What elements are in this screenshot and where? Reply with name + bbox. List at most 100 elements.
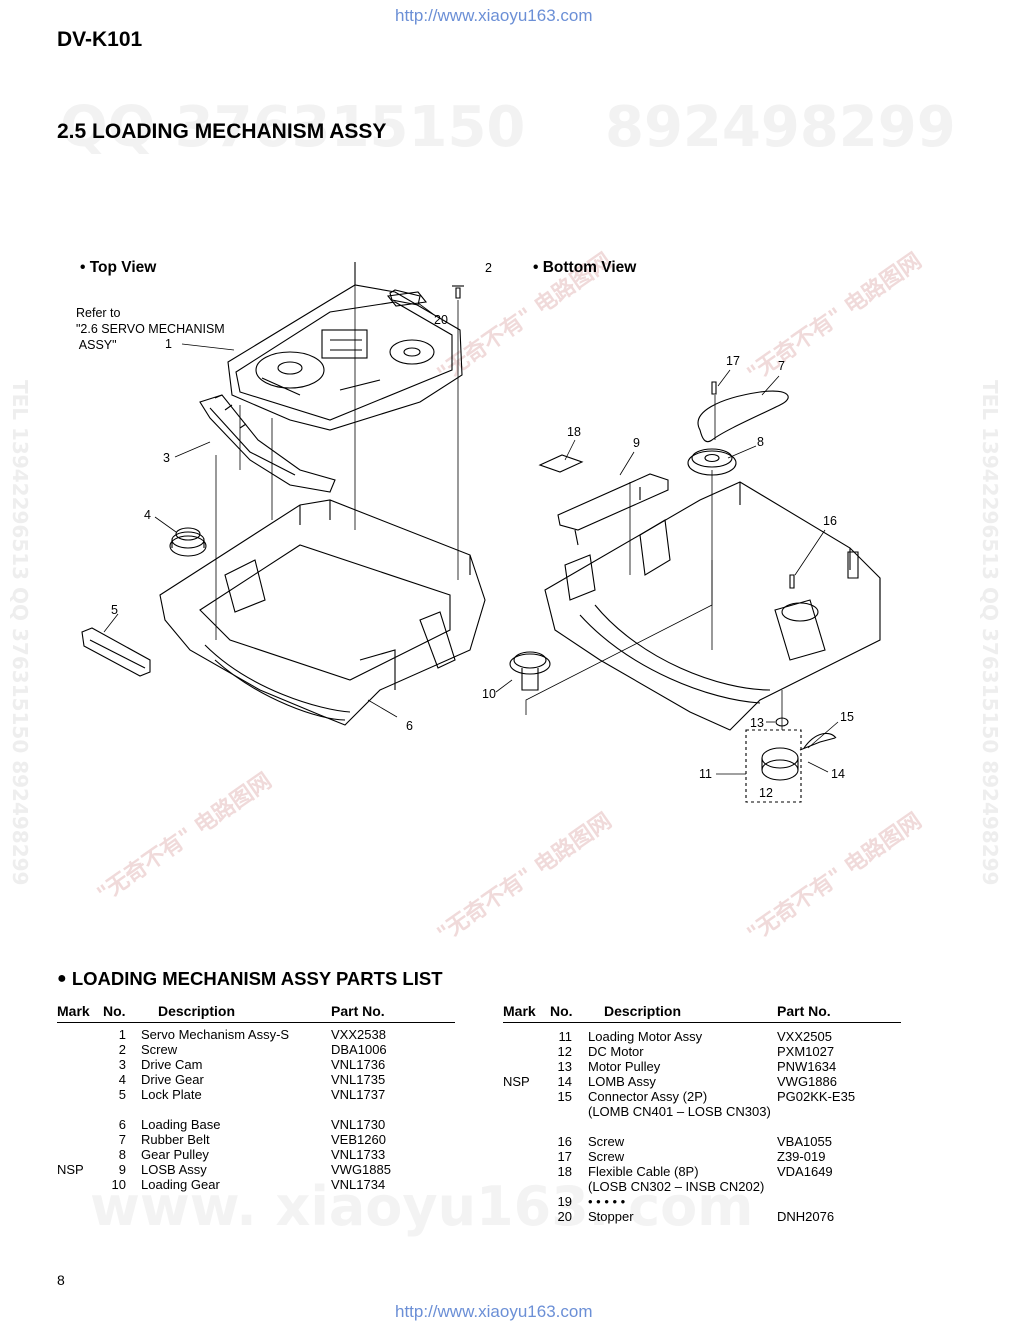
cell-part-no: Z39-019 [777, 1149, 826, 1164]
parts-list-heading: ● LOADING MECHANISM ASSY PARTS LIST [57, 968, 443, 990]
table-row: 19 • • • • • [503, 1194, 901, 1209]
cell-mark: NSP [503, 1074, 530, 1089]
refer-note: Refer to "2.6 SERVO MECHANISM ASSY" [76, 305, 225, 353]
cell-no: 12 [557, 1044, 572, 1059]
cell-no: 10 [111, 1177, 126, 1192]
drive-gear-part [169, 527, 207, 557]
cell-no: 11 [558, 1029, 573, 1044]
loading-gear-part [509, 651, 551, 691]
header-part-no: Part No. [777, 1003, 831, 1019]
lock-plate-part [81, 627, 151, 677]
header-mark: Mark [57, 1003, 90, 1019]
cell-no: 1 [118, 1027, 126, 1042]
servo-mechanism-part [227, 262, 463, 431]
table-row: 8 Gear Pulley VNL1733 [57, 1147, 455, 1162]
header-url[interactable]: http://www.xiaoyu163.com [395, 6, 593, 25]
model-number: DV-K101 [57, 28, 143, 51]
cell-description: Loading Base [141, 1117, 221, 1132]
table-body-right: 11 Loading Motor Assy VXX2505 12 DC Motor PXM… [503, 1023, 901, 1224]
cell-no: 4 [118, 1072, 126, 1087]
cell-no: 20 [557, 1209, 572, 1224]
refer-note-line-2: "2.6 SERVO MECHANISM [76, 322, 225, 336]
cell-description: Drive Gear [141, 1072, 204, 1087]
cell-no: 19 [557, 1194, 572, 1209]
header-description: Description [604, 1003, 682, 1019]
callout-10: 10 [482, 687, 496, 701]
cell-part-no: DNH2076 [777, 1209, 835, 1224]
cell-no: 5 [118, 1087, 126, 1102]
row-gap [57, 1102, 455, 1117]
cell-no: 8 [118, 1147, 126, 1162]
cell-part-no: VXX2538 [331, 1027, 386, 1042]
callout-7: 7 [778, 359, 785, 373]
cell-part-no: VNL1733 [331, 1147, 386, 1162]
page-number: 8 [57, 1272, 65, 1288]
header-part-no: Part No. [331, 1003, 385, 1019]
cell-description: Loading Motor Assy [588, 1029, 703, 1044]
cell-part-no: VDA1649 [777, 1164, 833, 1179]
drive-cam-part [199, 394, 336, 493]
bullet-icon: ● [57, 970, 67, 987]
cell-description: Screw [588, 1149, 625, 1164]
callout-6: 6 [406, 719, 413, 733]
footer-url[interactable]: http://www.xiaoyu163.com [395, 1302, 593, 1321]
cell-description: • • • • • [588, 1194, 626, 1209]
callout-14: 14 [831, 767, 845, 781]
refer-note-line-3: ASSY" [76, 338, 117, 352]
losb-assy-part [557, 473, 669, 546]
cell-mark: NSP [57, 1162, 84, 1177]
loading-base-bottom-part [544, 481, 881, 731]
table-row: 1 Servo Mechanism Assy-S VXX2538 [57, 1027, 455, 1042]
callout-12: 12 [759, 786, 773, 800]
cell-part-no: VNL1737 [331, 1087, 386, 1102]
screw-17-part [711, 381, 717, 395]
cell-part-no: VXX2505 [777, 1029, 832, 1044]
flexible-cable-part [538, 454, 584, 473]
cell-no: 7 [118, 1132, 126, 1147]
refer-note-line-1: Refer to [76, 306, 121, 320]
cell-part-no: VNL1736 [331, 1057, 386, 1072]
cell-description: (LOSB CN302 – INSB CN202) [588, 1179, 765, 1194]
cell-part-no: PNW1634 [777, 1059, 837, 1074]
cell-part-no: VNL1735 [331, 1072, 386, 1087]
cell-description: Screw [588, 1134, 625, 1149]
cell-no: 3 [118, 1057, 126, 1072]
motor-assy-box [745, 729, 802, 803]
bottom-view-label: • Bottom View [533, 259, 637, 276]
loading-base-part [159, 499, 486, 726]
callout-4: 4 [144, 508, 151, 522]
cell-description: Servo Mechanism Assy-S [141, 1027, 290, 1042]
cell-description: Motor Pulley [588, 1059, 661, 1074]
cell-no: 9 [118, 1162, 126, 1177]
top-view-label: • Top View [80, 259, 157, 276]
cell-part-no: PXM1027 [777, 1044, 835, 1059]
header-no: No. [103, 1003, 126, 1019]
exploded-view-diagram [81, 262, 881, 803]
cell-description: Gear Pulley [141, 1147, 209, 1162]
watermark-diag-5: "无奇不有" 电路图网 [742, 808, 927, 948]
callout-15: 15 [840, 710, 854, 724]
cell-description: DC Motor [588, 1044, 644, 1059]
callout-9: 9 [633, 436, 640, 450]
cell-no: 18 [557, 1164, 572, 1179]
cell-part-no: VWG1886 [777, 1074, 837, 1089]
cell-description: LOSB Assy [141, 1162, 207, 1177]
callout-20: 20 [434, 313, 448, 327]
watermark-diag-4: "无奇不有" 电路图网 [432, 808, 617, 948]
screw-16-part [789, 574, 795, 589]
cell-part-no: VEB1260 [331, 1132, 386, 1147]
cell-no: 6 [118, 1117, 126, 1132]
cell-description: Connector Assy (2P) [588, 1089, 708, 1104]
header-mark: Mark [503, 1003, 536, 1019]
row-gap [503, 1119, 901, 1134]
